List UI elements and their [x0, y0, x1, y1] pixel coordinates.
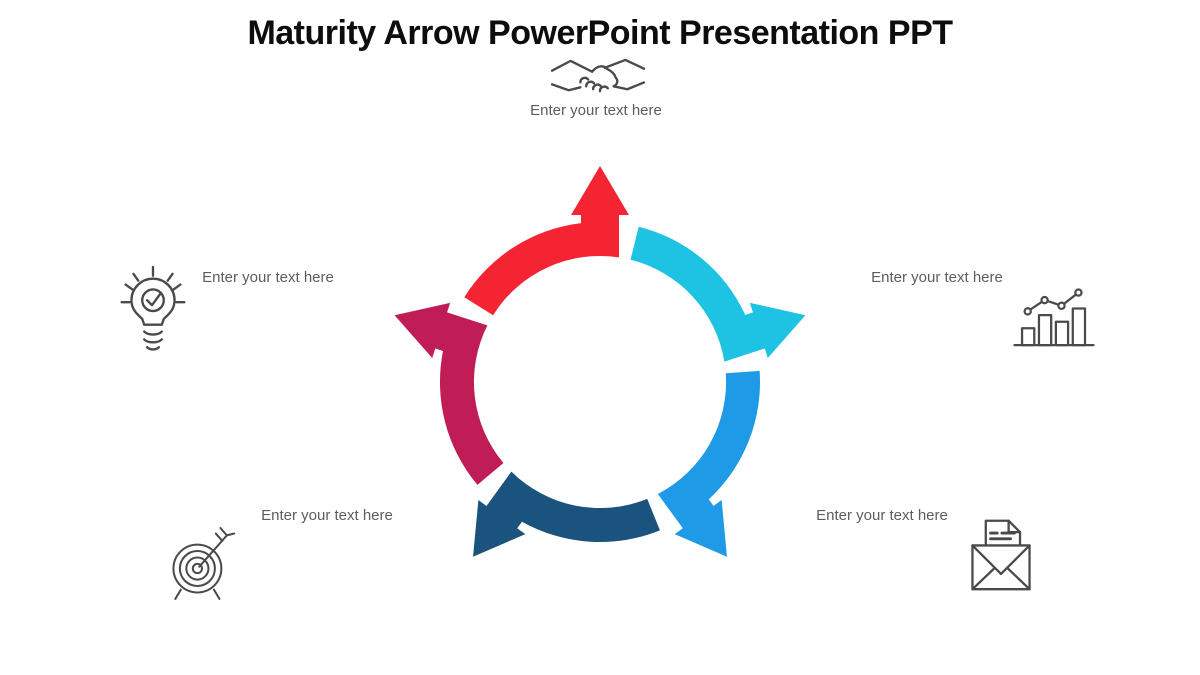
- envelope-icon: [961, 515, 1041, 593]
- arrow-segment-upper-right[interactable]: [622, 186, 815, 389]
- slide-title: Maturity Arrow PowerPoint Presentation P…: [247, 14, 953, 52]
- arrow-segment-upper-left[interactable]: [353, 288, 546, 491]
- lightbulb-icon: [117, 265, 189, 359]
- placeholder-text-top[interactable]: Enter your text here: [530, 102, 662, 119]
- handshake-icon: [549, 56, 647, 101]
- arrow-segments: [353, 166, 837, 637]
- placeholder-text-bottom-right[interactable]: Enter your text here: [816, 507, 948, 524]
- placeholder-text-right[interactable]: Enter your text here: [871, 269, 1003, 286]
- bar-chart-icon: [1012, 286, 1096, 348]
- arrow-segment-bottom-left[interactable]: [450, 419, 671, 637]
- arrow-segment-top[interactable]: [464, 166, 629, 316]
- placeholder-text-left[interactable]: Enter your text here: [202, 269, 334, 286]
- arrow-segment-lower-right[interactable]: [616, 356, 837, 574]
- placeholder-text-bottom-left[interactable]: Enter your text here: [261, 507, 393, 524]
- target-icon: [167, 524, 237, 602]
